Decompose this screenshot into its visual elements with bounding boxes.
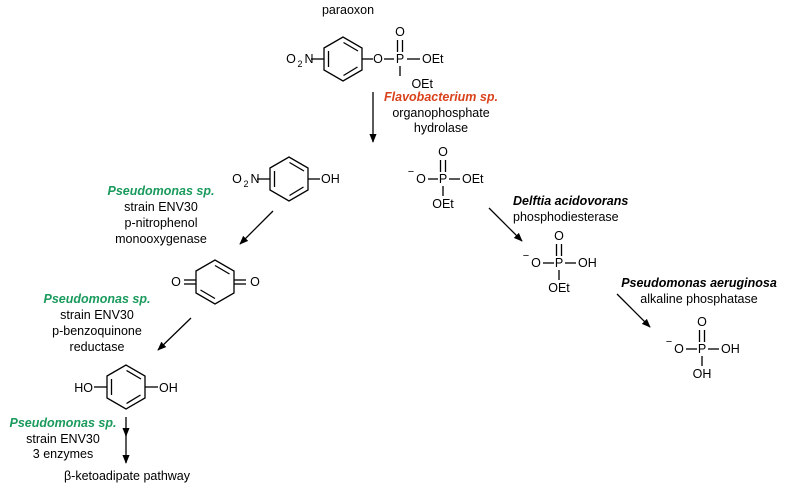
ethyl-phosphate-structure: − O P O OH OEt — [523, 229, 597, 295]
ethyl-phosphate-oh-right: OH — [578, 256, 597, 270]
ethyl-phosphate-oet-down: OEt — [548, 281, 570, 295]
step-aeruginosa: Pseudomonas aeruginosa alkaline phosphat… — [621, 276, 777, 306]
pseudomonas-2-sp: sp. — [129, 292, 151, 306]
flavobacterium-enzyme-1: organophosphate — [392, 106, 489, 120]
arrow-monooxygenase — [239, 210, 274, 245]
pseudomonas-2-line-2: p-benzoquinone — [52, 324, 142, 338]
flavobacterium-genus: Flavobacterium — [384, 90, 476, 104]
nitrophenol-benzene-ring — [269, 156, 309, 202]
phosphate-oh-down: OH — [693, 367, 712, 381]
hydroquinone-ho: HO — [74, 381, 93, 395]
paraoxon-oet-right: OEt — [422, 52, 444, 66]
ethyl-phosphate-o-left: O — [531, 256, 541, 270]
hydroquinone-structure: HO OH — [74, 364, 178, 410]
paraoxon-phosphorus: P — [396, 52, 404, 66]
diethyl-phosphate-oet-down: OEt — [432, 197, 454, 211]
pseudomonas-1-genus: Pseudomonas — [108, 184, 193, 198]
arrow-alkaline-phosphatase — [616, 293, 651, 328]
pseudomonas-1-line-1: strain ENV30 — [124, 200, 198, 214]
nitrophenol-hydroxyl: OH — [321, 172, 340, 186]
paraoxon-oet-down: OEt — [411, 77, 433, 91]
paraoxon-nitro-sub: 2 — [297, 59, 302, 69]
flavobacterium-sp: sp. — [476, 90, 498, 104]
pseudomonas-3-line-2: 3 enzymes — [33, 447, 93, 461]
paraoxon-benzene-ring — [323, 36, 363, 82]
ethyl-phosphate-p: P — [555, 256, 563, 270]
delftia-organism: Delftia acidovorans — [513, 194, 628, 208]
arrow-reductase — [157, 317, 192, 351]
pseudomonas-2-line-3: reductase — [70, 340, 125, 354]
step-pseudomonas-1: Pseudomonas sp. strain ENV30 p-nitrophen… — [108, 184, 215, 246]
delftia-enzyme: phosphodiesterase — [513, 210, 619, 224]
nitrophenol-nitro-o: O — [232, 172, 242, 186]
paraoxon-oxo-o: O — [395, 25, 405, 39]
nitrophenol-structure: O 2 N OH — [232, 156, 340, 202]
pseudomonas-3-organism: Pseudomonas sp. — [10, 416, 117, 430]
pseudomonas-1-line-2: p-nitrophenol — [125, 216, 198, 230]
paraoxon-nitro-n: N — [304, 52, 313, 66]
benzoquinone-ring — [195, 259, 235, 305]
step-pseudomonas-2: Pseudomonas sp. strain ENV30 p-benzoquin… — [44, 292, 151, 354]
pseudomonas-2-organism: Pseudomonas sp. — [44, 292, 151, 306]
pseudomonas-3-sp: sp. — [95, 416, 117, 430]
diethyl-phosphate-oxo: O — [438, 145, 448, 159]
diethyl-phosphate-structure: − O P O OEt OEt — [408, 145, 484, 211]
pseudomonas-1-sp: sp. — [193, 184, 215, 198]
nitrophenol-nitro-n: N — [250, 172, 259, 186]
hydroquinone-oh: OH — [159, 381, 178, 395]
step-flavobacterium: Flavobacterium sp. organophosphate hydro… — [384, 90, 498, 135]
ethyl-phosphate-oxo: O — [554, 229, 564, 243]
pseudomonas-3-line-1: strain ENV30 — [26, 432, 100, 446]
benzoquinone-oxo-left: O — [171, 275, 181, 289]
paraoxon-label: paraoxon — [322, 3, 374, 17]
flavobacterium-enzyme-2: hydrolase — [414, 121, 468, 135]
benzoquinone-structure: O O — [171, 259, 260, 305]
ethyl-phosphate-charge: − — [523, 250, 529, 262]
phosphate-oh-right: OH — [721, 342, 740, 356]
beta-ketoadipate-pathway: β-ketoadipate pathway — [64, 469, 191, 483]
pseudomonas-2-line-1: strain ENV30 — [60, 308, 134, 322]
diethyl-phosphate-p: P — [439, 172, 447, 186]
paraoxon-nitro-o: O — [286, 52, 296, 66]
paraoxon-ester-o: O — [373, 52, 383, 66]
pseudomonas-3-genus: Pseudomonas — [10, 416, 95, 430]
benzoquinone-oxo-right: O — [250, 275, 260, 289]
step-pseudomonas-3: Pseudomonas sp. strain ENV30 3 enzymes — [10, 416, 117, 461]
diethyl-phosphate-oet-right: OEt — [462, 172, 484, 186]
phosphate-p: P — [698, 342, 706, 356]
phosphate-structure: − O P O OH OH — [666, 315, 740, 381]
paraoxon-structure: paraoxon O 2 N O P O OEt OEt — [286, 3, 444, 91]
phosphate-charge: − — [666, 336, 672, 348]
flavobacterium-organism: Flavobacterium sp. — [384, 90, 498, 104]
pseudomonas-2-genus: Pseudomonas — [44, 292, 129, 306]
aeruginosa-organism: Pseudomonas aeruginosa — [621, 276, 777, 290]
arrow-phosphodiesterase — [488, 207, 523, 242]
phosphate-oxo: O — [697, 315, 707, 329]
pseudomonas-1-organism: Pseudomonas sp. — [108, 184, 215, 198]
phosphate-o-left: O — [674, 342, 684, 356]
pseudomonas-1-line-3: monooxygenase — [115, 232, 207, 246]
diethyl-phosphate-o-left: O — [416, 172, 426, 186]
diethyl-phosphate-charge: − — [408, 166, 414, 178]
hydroquinone-benzene-ring — [106, 364, 146, 410]
aeruginosa-enzyme: alkaline phosphatase — [640, 292, 757, 306]
step-delftia: Delftia acidovorans phosphodiesterase — [513, 194, 628, 224]
nitrophenol-nitro-sub: 2 — [243, 179, 248, 189]
